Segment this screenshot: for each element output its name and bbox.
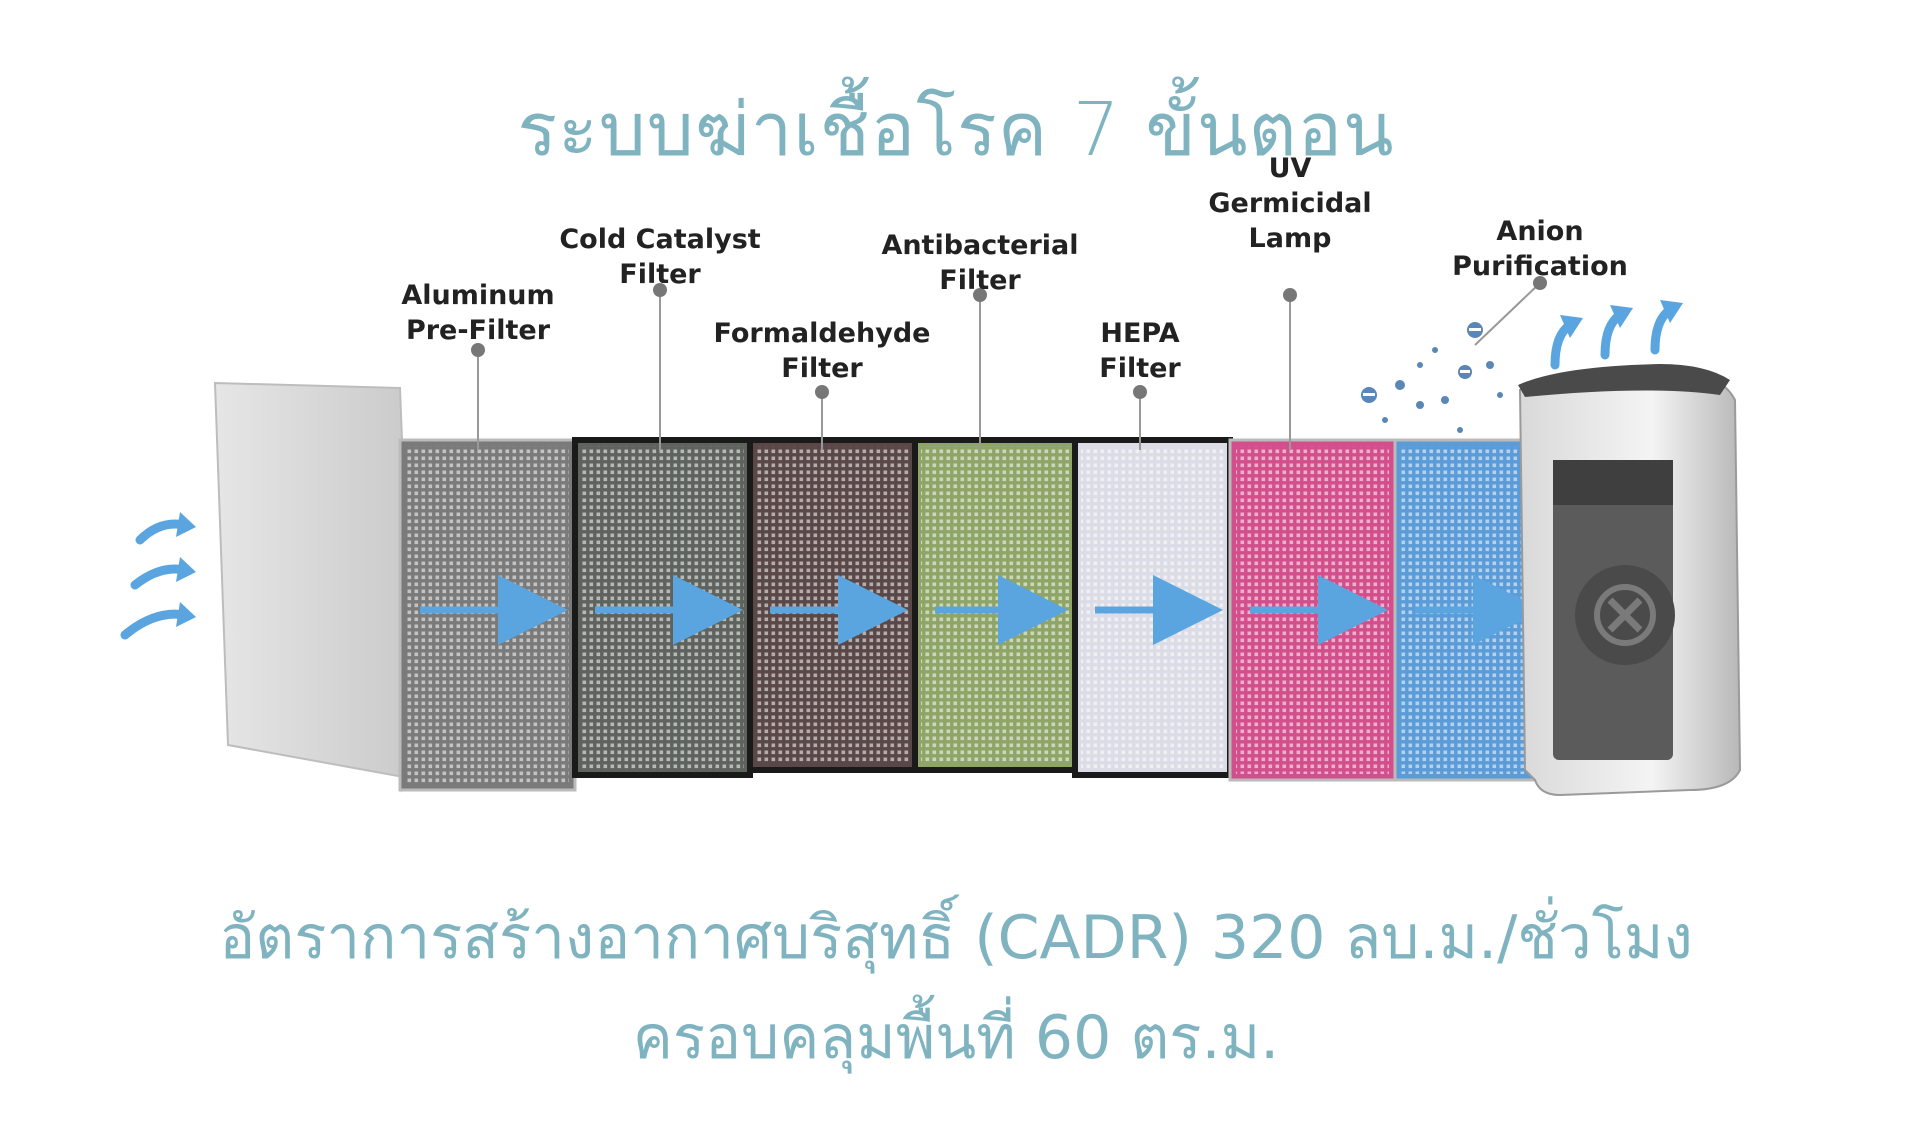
- filter-panel: [912, 437, 1078, 773]
- callout-dot: [1533, 276, 1547, 290]
- callout-dot: [1133, 385, 1147, 399]
- callout-dot: [471, 343, 485, 357]
- filter-label-line: Purification: [1452, 251, 1628, 282]
- callout-lines: [471, 276, 1547, 450]
- air-purifier-unit: [1518, 364, 1742, 797]
- filter-label-line: Antibacterial: [881, 230, 1079, 261]
- filter-label-line: HEPA: [1100, 318, 1180, 349]
- page-title: ระบบฆ่าเชื้อโรค 7 ขั้นตอน: [517, 87, 1395, 173]
- filter-label-line: Pre-Filter: [405, 315, 551, 346]
- coverage-text: ครอบคลุมพื้นที่ 60 ตร.ม.: [632, 1003, 1280, 1073]
- filter-panel: [572, 437, 753, 778]
- filter-label-line: Filter: [939, 265, 1021, 296]
- filter-label-line: UV: [1268, 153, 1312, 184]
- callout-dot: [1283, 288, 1297, 302]
- callout-dot: [973, 288, 987, 302]
- filter-label-line: Aluminum: [401, 280, 555, 311]
- filter-panels: [398, 437, 1552, 792]
- filter-label-line: Anion: [1496, 216, 1584, 247]
- intake-arrows: [120, 519, 190, 640]
- filter-panel: [1228, 438, 1397, 782]
- filter-label-line: Germicidal: [1208, 188, 1372, 219]
- filter-panel: [747, 437, 918, 773]
- callout-line: [1474, 282, 1541, 346]
- cadr-text: อัตราการสร้างอากาศบริสุทธิ์ (CADR) 320 ล…: [219, 903, 1693, 973]
- filter-label-line: Filter: [619, 259, 701, 290]
- filter-label-line: Formaldehyde: [713, 318, 931, 349]
- filter-label-line: Lamp: [1248, 223, 1332, 254]
- filter-panel: [1072, 437, 1233, 778]
- filter-label-line: Filter: [781, 353, 863, 384]
- filter-label: HEPA Filter: [1010, 316, 1270, 386]
- minus-sign-icons: [1363, 328, 1481, 396]
- callout-dot: [653, 283, 667, 297]
- front-cover-panel: [213, 381, 421, 793]
- intake-arrow-icon: [120, 609, 190, 640]
- filter-label-line: Cold Catalyst: [559, 224, 761, 255]
- filter-label-line: Filter: [1099, 353, 1181, 384]
- callout-dot: [815, 385, 829, 399]
- filter-panel: [398, 438, 577, 792]
